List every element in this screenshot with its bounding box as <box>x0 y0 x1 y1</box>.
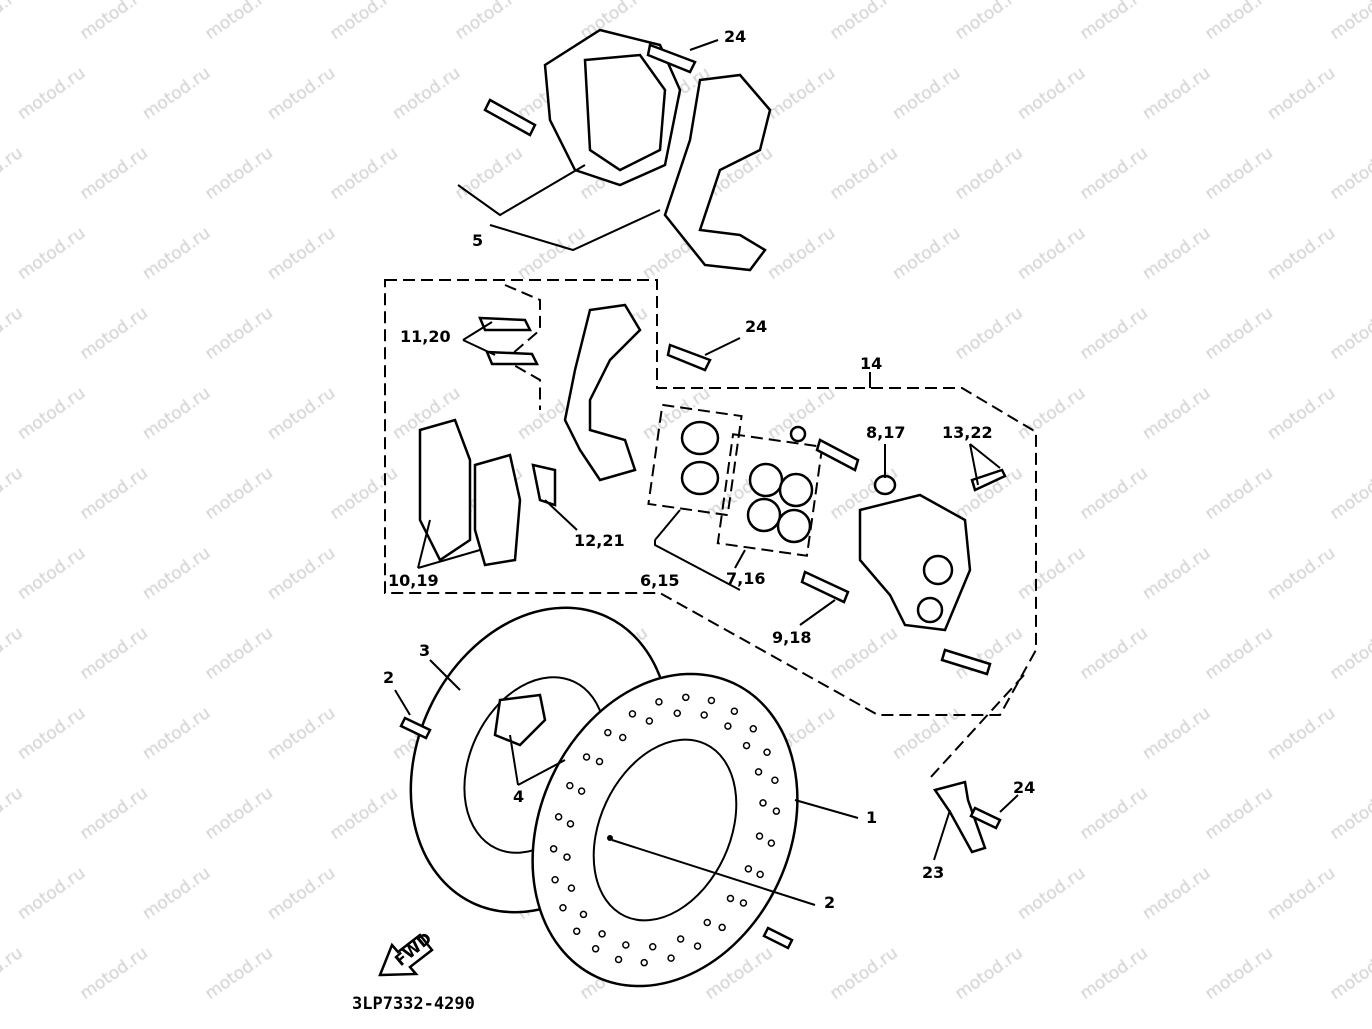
disc-hole <box>700 711 708 719</box>
disc-hole <box>559 903 567 912</box>
callout-4: 4 <box>513 787 524 806</box>
piston-seals <box>716 433 824 557</box>
disc-hole <box>579 910 588 919</box>
disc-hole <box>551 875 559 884</box>
brake-disc-front <box>531 672 799 988</box>
bolt-24-bottom <box>969 806 1002 830</box>
callout-13-22: 13,22 <box>942 423 993 442</box>
bracket-outline <box>929 674 1025 779</box>
disc-hole <box>549 845 558 853</box>
disc-hole <box>718 923 726 932</box>
disc-hole <box>744 865 753 873</box>
disc-hole <box>673 709 682 718</box>
disc-hole <box>771 776 779 785</box>
callout-1: 1 <box>866 808 877 827</box>
callout-7-16: 7,16 <box>726 569 765 588</box>
callout-2-left: 2 <box>383 668 394 687</box>
disc-hole <box>767 839 776 847</box>
disc-hole <box>595 757 604 766</box>
callout-8-17: 8,17 <box>866 423 905 442</box>
callout-9-18: 9,18 <box>772 628 811 647</box>
fwd-arrow-icon: FWD <box>378 928 435 977</box>
callout-5: 5 <box>472 231 483 250</box>
disc-hole <box>693 942 702 950</box>
caliper-bracket <box>563 303 712 482</box>
disc-hole <box>730 707 739 715</box>
disc-hole <box>682 693 690 702</box>
disc-hole <box>707 696 716 705</box>
callout-10-19: 10,19 <box>388 571 439 590</box>
leader-lines <box>394 39 1019 906</box>
disc-hole <box>577 787 586 795</box>
disc-hole <box>754 768 763 776</box>
callout-11-20: 11,20 <box>400 327 451 346</box>
disc-hole <box>703 918 712 927</box>
disc-hole <box>604 728 612 737</box>
disc-hole <box>742 741 751 750</box>
caliper-assembly-top <box>483 28 772 272</box>
disc-hole <box>648 942 657 951</box>
disc-hole <box>566 781 574 790</box>
callout-24-top: 24 <box>724 27 746 46</box>
caliper-assembly-outline <box>384 279 1037 716</box>
disc-hole <box>582 753 591 761</box>
disc-bolt-left <box>399 716 432 740</box>
diagram-code: 3LP7332-4290 <box>352 994 475 1014</box>
disc-hole <box>676 935 685 943</box>
disc-hole <box>628 710 637 718</box>
disc-hole <box>772 807 781 815</box>
disc-hole <box>618 733 627 742</box>
disc-hole <box>645 717 654 725</box>
disc-hole <box>640 958 648 967</box>
disc-bolt-right <box>762 926 794 950</box>
callout-24-bottom: 24 <box>1013 778 1035 797</box>
disc-hole <box>739 899 748 907</box>
disc-hole <box>724 722 732 730</box>
disc-hole <box>756 870 764 879</box>
disc-hole <box>755 832 764 840</box>
callout-24-mid: 24 <box>745 317 767 336</box>
pad-spring-outline <box>503 284 541 410</box>
disc-hole <box>598 930 606 938</box>
disc-hole <box>554 813 563 821</box>
disc-hole <box>563 853 571 861</box>
callout-3: 3 <box>419 641 430 660</box>
disc-hole <box>614 955 623 964</box>
pistons <box>647 403 743 517</box>
callout-6-15: 6,15 <box>640 571 679 590</box>
disc-hole <box>572 927 581 935</box>
disc-hole <box>667 954 675 962</box>
disc-hole <box>759 799 767 807</box>
callout-12-21: 12,21 <box>574 531 625 550</box>
callout-2-right: 2 <box>824 893 835 912</box>
callout-14: 14 <box>860 354 882 373</box>
disc-hole <box>763 748 771 757</box>
brake-pads <box>418 418 557 567</box>
disc-hole <box>726 894 735 903</box>
disc-holes <box>549 693 781 967</box>
disc-hole <box>591 945 600 953</box>
callout-23: 23 <box>922 863 944 882</box>
pad-springs <box>478 316 540 366</box>
disc-hole <box>566 820 575 828</box>
disc-hole <box>622 941 630 949</box>
disc-hole <box>749 725 758 733</box>
disc-hole <box>567 884 576 892</box>
caliper-body <box>789 425 1007 676</box>
disc-hole <box>655 698 663 706</box>
